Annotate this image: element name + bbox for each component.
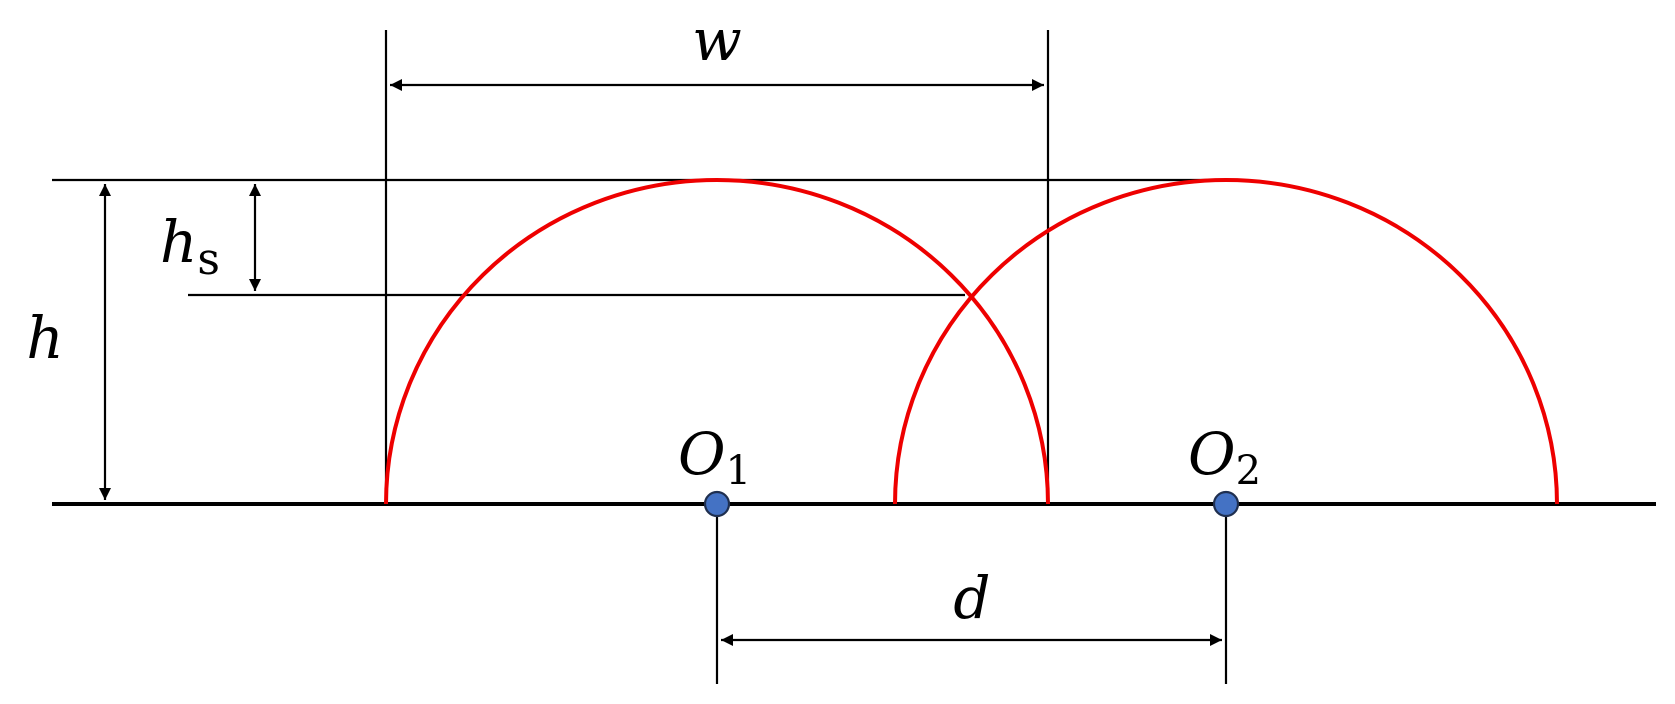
- label-o1: O1: [678, 420, 751, 494]
- label-hs: hs: [160, 208, 220, 285]
- label-d: d: [953, 564, 990, 632]
- center-point-o2: [1212, 490, 1240, 518]
- center-point-o1: [703, 490, 731, 518]
- semicircle-1: [384, 178, 1050, 505]
- semicircle-2: [893, 178, 1559, 505]
- label-h: h: [26, 304, 63, 372]
- label-w: w: [692, 6, 742, 74]
- label-o2: O2: [1188, 420, 1261, 494]
